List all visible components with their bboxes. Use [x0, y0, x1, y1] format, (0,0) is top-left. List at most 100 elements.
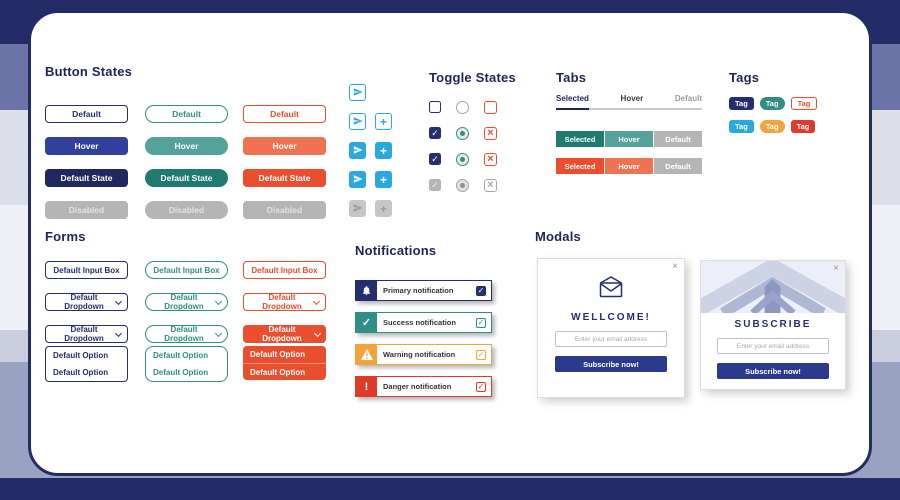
send-icon-button-outlined[interactable]: [349, 84, 366, 101]
check-icon: ✓: [477, 317, 485, 327]
checkbox-checked[interactable]: ✓: [429, 153, 441, 165]
plus-icon-button-filled[interactable]: +: [375, 142, 392, 159]
notification-checkbox[interactable]: ✓: [476, 381, 486, 392]
check-icon: ✓: [356, 312, 377, 333]
send-icon-button-outlined[interactable]: [349, 113, 366, 130]
plus-icon: +: [379, 172, 387, 187]
tab-hover[interactable]: Hover: [620, 94, 644, 103]
input-box[interactable]: Default Input Box: [45, 261, 128, 279]
send-icon-button-disabled: [349, 200, 366, 217]
navy-default-state-button[interactable]: Default State: [45, 169, 128, 187]
teal-tab-default[interactable]: Default: [654, 131, 702, 147]
orange-default-state-button[interactable]: Default State: [243, 169, 326, 187]
orange-disabled-button: Disabled: [243, 201, 326, 219]
tag-navy[interactable]: Tag: [729, 97, 754, 110]
warning-triangle-icon: [356, 344, 377, 365]
close-icon[interactable]: ×: [672, 261, 678, 272]
checkbox-unchecked[interactable]: [429, 101, 441, 113]
dropdown-option[interactable]: Default Option: [250, 350, 306, 359]
dropdown-expanded[interactable]: Default Dropdown: [243, 325, 326, 343]
notification-checkbox[interactable]: ✓: [476, 317, 486, 328]
tab-selected[interactable]: Selected: [556, 94, 589, 110]
dropdown-option[interactable]: Default Option: [53, 368, 109, 377]
check-icon: ✓: [477, 381, 485, 391]
teal-tab-selected[interactable]: Selected: [556, 131, 604, 147]
close-icon: ×: [487, 178, 494, 191]
danger-notification: ! Danger notification ✓: [355, 376, 492, 397]
tag-blue[interactable]: Tag: [729, 120, 754, 133]
dropdown-option[interactable]: Default Option: [153, 368, 209, 377]
dropdown[interactable]: Default Dropdown: [45, 293, 128, 311]
chevron-pattern-decoration: [701, 261, 845, 313]
dropdown-option[interactable]: Default Option: [153, 351, 209, 360]
orange-default-button[interactable]: Default: [243, 105, 326, 123]
close-toggle[interactable]: ×: [484, 126, 497, 140]
check-icon: ✓: [477, 285, 485, 295]
close-toggle[interactable]: ×: [484, 152, 497, 166]
checkbox-disabled: ✓: [429, 179, 441, 191]
radio-selected[interactable]: [456, 126, 469, 140]
send-icon: [353, 87, 363, 99]
subscribe-modal: × SUBSCRIBE Subscribe now!: [700, 260, 846, 390]
warning-notification: Warning notification ✓: [355, 344, 492, 365]
tag-orange-outlined[interactable]: Tag: [790, 97, 818, 110]
bell-icon: [356, 280, 377, 301]
plus-icon-button-disabled: +: [375, 200, 392, 217]
radio-selected[interactable]: [456, 152, 469, 166]
modal-title: WELLCOME!: [571, 312, 651, 323]
dropdown-option[interactable]: Default Option: [53, 351, 109, 360]
send-icon: [353, 145, 363, 157]
email-field[interactable]: [717, 338, 829, 354]
envelope-icon: [597, 275, 625, 304]
radio-unselected[interactable]: [456, 100, 469, 114]
button-column-navy: Default Hover Default State Disabled: [45, 105, 128, 233]
send-icon-button-filled[interactable]: [349, 142, 366, 159]
orange-tab-default[interactable]: Default: [654, 158, 702, 174]
send-icon-button-filled[interactable]: [349, 171, 366, 188]
subscribe-button[interactable]: Subscribe now!: [555, 356, 667, 372]
send-icon: [353, 116, 363, 128]
email-field[interactable]: [555, 331, 667, 347]
teal-default-button[interactable]: Default: [145, 105, 228, 123]
modal-title: SUBSCRIBE: [734, 319, 812, 330]
dropdown[interactable]: Default Dropdown: [243, 293, 326, 311]
dropdown-expanded[interactable]: Default Dropdown: [45, 325, 128, 343]
dropdown[interactable]: Default Dropdown: [145, 293, 228, 311]
notification-label: Primary notification: [383, 286, 454, 295]
plus-icon: +: [379, 201, 387, 216]
dropdown-expanded[interactable]: Default Dropdown: [145, 325, 228, 343]
close-icon: ×: [487, 126, 494, 139]
chevron-down-icon: [114, 329, 123, 337]
tab-default[interactable]: Default: [674, 94, 702, 103]
navy-default-button[interactable]: Default: [45, 105, 128, 123]
plus-icon-button-outlined[interactable]: +: [375, 113, 392, 130]
teal-default-state-button[interactable]: Default State: [145, 169, 228, 187]
input-box[interactable]: Default Input Box: [243, 261, 326, 279]
input-box[interactable]: Default Input Box: [145, 261, 228, 279]
tag-yellow[interactable]: Tag: [759, 120, 785, 133]
notification-checkbox[interactable]: ✓: [476, 349, 486, 360]
dropdown-option[interactable]: Default Option: [243, 363, 326, 380]
tag-red[interactable]: Tag: [790, 120, 816, 133]
orange-tab-selected[interactable]: Selected: [556, 158, 604, 174]
close-icon[interactable]: ×: [833, 263, 839, 274]
tag-teal[interactable]: Tag: [759, 97, 785, 110]
exclamation-icon: !: [356, 376, 377, 397]
teal-tab-hover[interactable]: Hover: [605, 131, 653, 147]
orange-hover-button[interactable]: Hover: [243, 137, 326, 155]
check-icon: ✓: [431, 153, 439, 164]
navy-disabled-button: Disabled: [45, 201, 128, 219]
check-icon: ✓: [431, 179, 439, 190]
close-toggle-empty[interactable]: [484, 100, 497, 114]
chevron-down-icon: [313, 329, 322, 337]
notification-checkbox[interactable]: ✓: [476, 285, 486, 296]
plus-icon-button-filled[interactable]: +: [375, 171, 392, 188]
navy-hover-button[interactable]: Hover: [45, 137, 128, 155]
subscribe-button[interactable]: Subscribe now!: [717, 363, 829, 379]
teal-hover-button[interactable]: Hover: [145, 137, 228, 155]
orange-tab-hover[interactable]: Hover: [605, 158, 653, 174]
button-column-orange: Default Hover Default State Disabled: [243, 105, 326, 233]
radio-dot-icon: [460, 130, 465, 136]
checkbox-checked[interactable]: ✓: [429, 127, 441, 139]
